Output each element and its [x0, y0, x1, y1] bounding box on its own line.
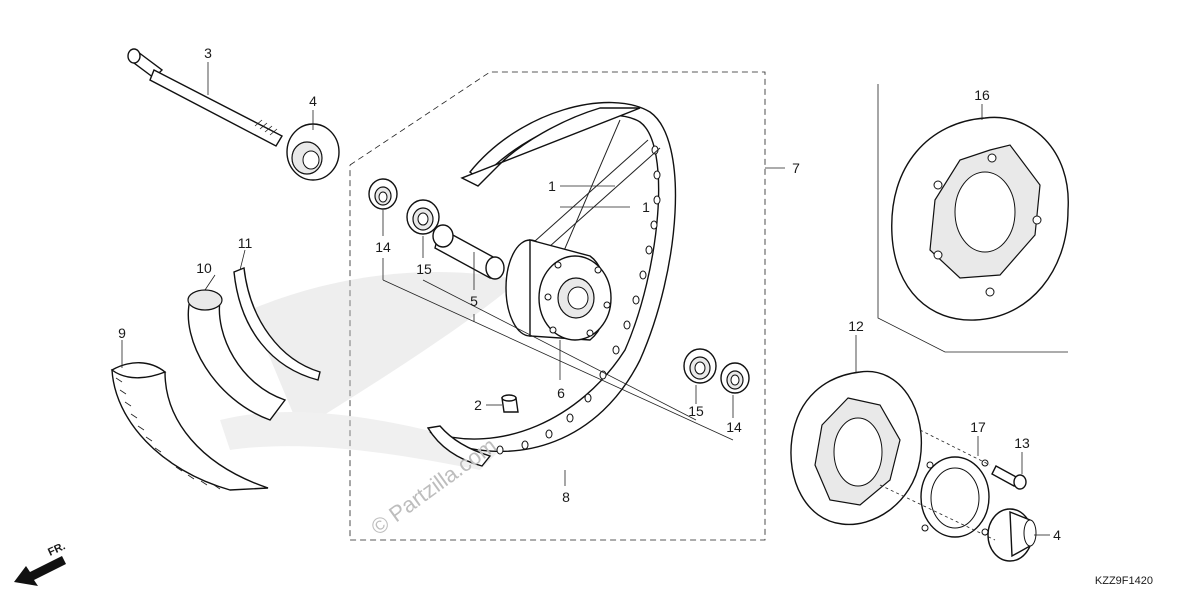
callout-1-lower: 1: [642, 199, 650, 215]
brake-disc-part[interactable]: [790, 370, 922, 526]
front-arrow-icon: [14, 556, 66, 586]
callout-13: 13: [1014, 435, 1030, 451]
callout-4-top: 4: [309, 93, 317, 109]
callout-9: 9: [118, 325, 126, 341]
front-brake-disc-part[interactable]: [891, 116, 1069, 321]
callout-2: 2: [474, 397, 482, 413]
callout-labels: 3 4 11 10 9 1 1 2 7 14 15 5 6 8 15 14 12…: [118, 45, 1061, 543]
rim-spoke-holes: [496, 145, 661, 455]
callout-11: 11: [238, 235, 253, 251]
diagram-code: KZZ9F1420: [1095, 575, 1153, 587]
callout-14-left: 14: [375, 239, 391, 255]
callout-3: 3: [204, 45, 212, 61]
disc-bolt-part[interactable]: [991, 465, 1027, 490]
front-disc-frame: [877, 84, 1068, 353]
disc-bolt-plate-part[interactable]: [920, 456, 990, 538]
wheel-assembly-frame: [349, 71, 766, 541]
leader-lines: [121, 62, 1050, 541]
bearing-left-part[interactable]: [368, 178, 398, 210]
callout-4-bottom: 4: [1053, 527, 1061, 543]
callout-7: 7: [792, 160, 800, 176]
collar-bottom-part[interactable]: [987, 508, 1037, 562]
callout-14-right: 14: [726, 419, 742, 435]
callout-5: 5: [470, 293, 478, 309]
callout-6: 6: [557, 385, 565, 401]
distance-collar-part[interactable]: [432, 224, 505, 280]
hub-part[interactable]: [505, 239, 612, 341]
callout-17: 17: [970, 419, 986, 435]
callout-15-right: 15: [688, 403, 704, 419]
collar-top-part[interactable]: [286, 123, 340, 181]
bearing-inner-right-part[interactable]: [683, 348, 717, 384]
callout-8: 8: [562, 489, 570, 505]
valve-cap-part[interactable]: [501, 394, 519, 413]
bearing-right-part[interactable]: [720, 362, 750, 394]
callout-1-upper: 1: [548, 178, 556, 194]
hub-flange-holes: [544, 261, 611, 337]
callout-10: 10: [196, 260, 212, 276]
rim-part[interactable]: [426, 101, 677, 467]
axle-part[interactable]: [127, 48, 283, 147]
front-label: FR.: [46, 540, 67, 558]
bearing-inner-left-part[interactable]: [406, 199, 440, 235]
rim-strip-part[interactable]: [233, 267, 321, 381]
spokes-part[interactable]: [524, 119, 661, 261]
callout-12: 12: [848, 318, 864, 334]
callout-15-left: 15: [416, 261, 432, 277]
front-direction-indicator: FR.: [14, 540, 67, 586]
callout-16: 16: [974, 87, 990, 103]
tire-part[interactable]: [110, 362, 269, 491]
